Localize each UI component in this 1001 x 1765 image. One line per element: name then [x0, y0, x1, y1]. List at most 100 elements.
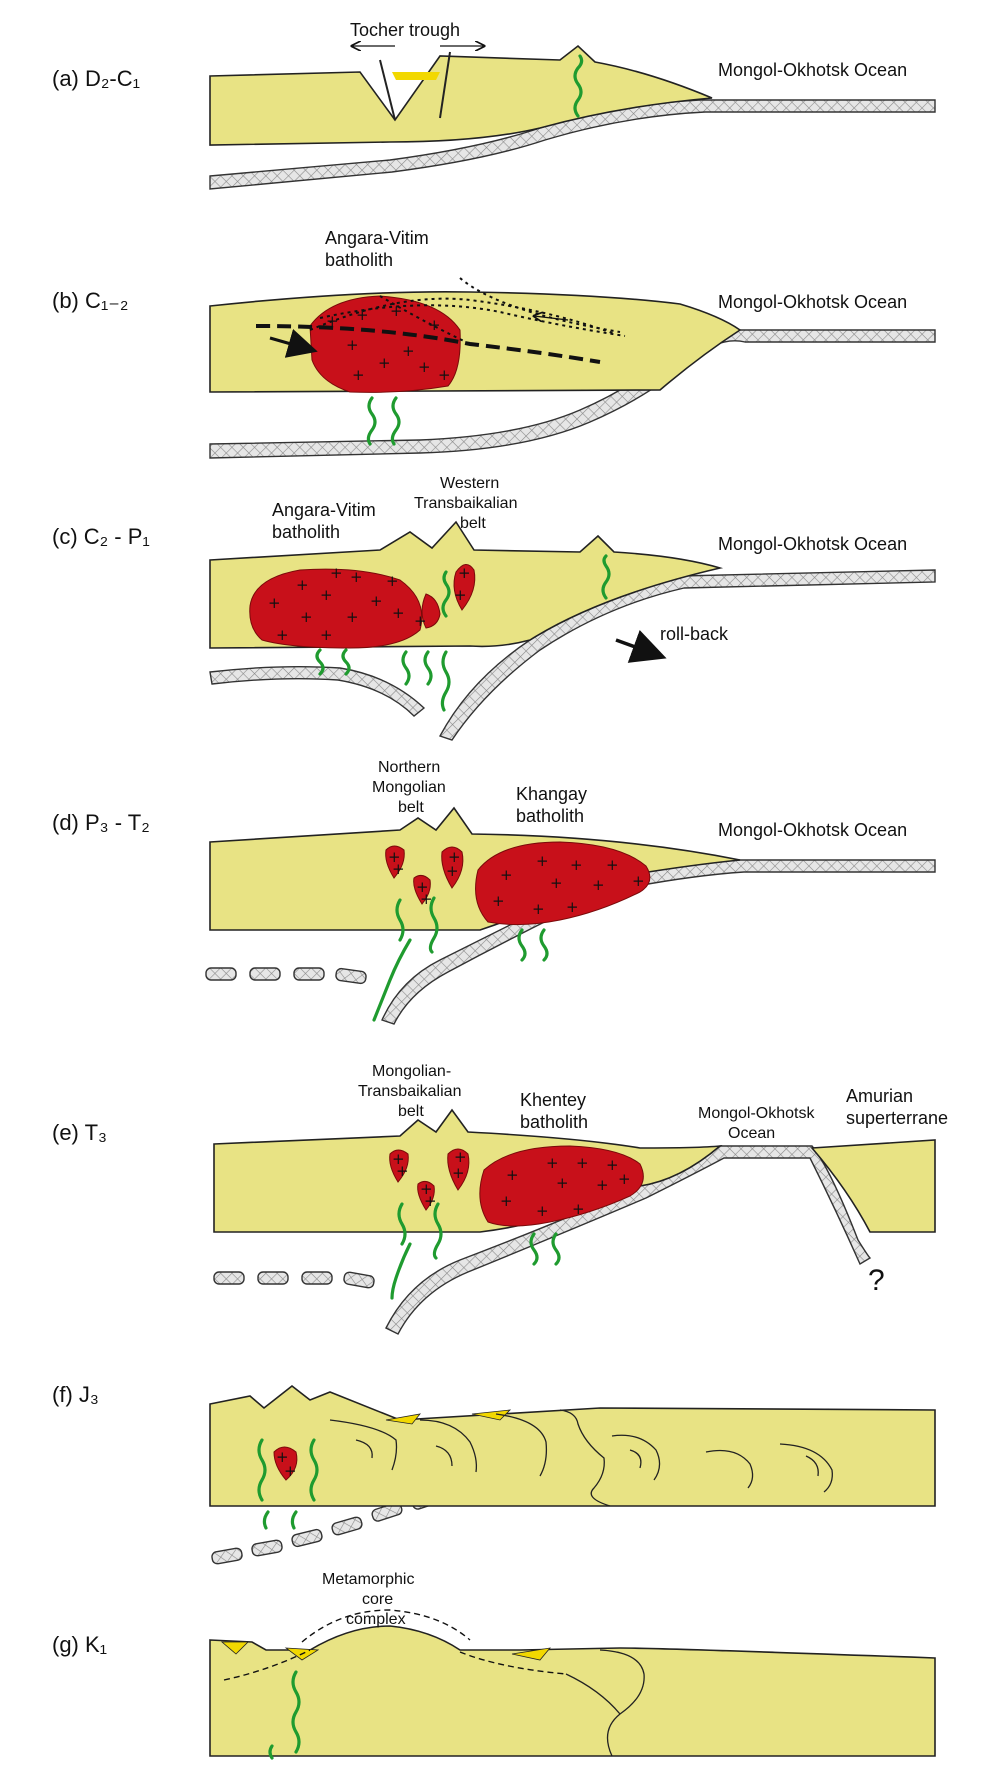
svg-text:+: + — [350, 568, 363, 586]
panel-d-detached-slab-fragments — [206, 968, 367, 984]
svg-text:+: + — [320, 626, 333, 644]
svg-text:+: + — [402, 342, 415, 360]
panel-d-continental-crust — [210, 808, 740, 930]
panel-e-question-mark: ? — [868, 1264, 885, 1297]
panel-d-belt-label-1: Northern — [378, 759, 440, 776]
panel-f-continental-crust — [210, 1386, 935, 1506]
panel-c-batholith-label-1: Angara-Vitim — [272, 500, 376, 520]
svg-text:+: + — [618, 1170, 631, 1188]
panel-a-trough-fill — [392, 72, 440, 80]
svg-text:+: + — [556, 1174, 569, 1192]
panel-e-amurian-label-1: Amurian — [846, 1086, 913, 1106]
panel-e-ocean-label-2: Ocean — [728, 1125, 775, 1142]
panel-d-label: (d) P₃ - T₂ — [52, 810, 150, 835]
svg-text:+: + — [454, 586, 467, 604]
svg-text:+: + — [592, 876, 605, 894]
panel-d-belt-label-3: belt — [398, 799, 424, 816]
svg-text:+: + — [370, 592, 383, 610]
panel-c-label: (c) C₂ - P₁ — [52, 524, 150, 549]
panel-d-belt-label-2: Mongolian — [372, 779, 446, 796]
svg-text:+: + — [428, 316, 441, 334]
svg-text:+: + — [330, 564, 343, 582]
panel-d: (d) P₃ - T₂ ++ ++ ++ ++ ++ ++ ++ ++ Nort… — [52, 759, 935, 1024]
panel-g-mcc-label-2: core — [362, 1591, 393, 1608]
panel-e-belt-label-2: Transbaikalian — [358, 1083, 461, 1100]
svg-text:+: + — [356, 306, 369, 324]
svg-text:+: + — [500, 866, 513, 884]
svg-text:+: + — [276, 626, 289, 644]
panel-f-fluid-path-3 — [264, 1512, 268, 1528]
panel-d-ocean-label: Mongol-Okhotsk Ocean — [718, 820, 907, 840]
svg-text:+: + — [346, 336, 359, 354]
panel-c-fluid-path-5 — [442, 652, 449, 710]
panel-a-ocean-label: Mongol-Okhotsk Ocean — [718, 60, 907, 80]
panel-a-label: (a) D₂-C₁ — [52, 66, 140, 91]
svg-text:+: + — [392, 860, 405, 878]
panel-g-label: (g) K₁ — [52, 1632, 107, 1657]
panel-b-batholith-label-1: Angara-Vitim — [325, 228, 429, 248]
panel-g-mcc-label-3: complex — [346, 1611, 406, 1628]
svg-text:+: + — [596, 1176, 609, 1194]
panel-c-ocean-label: Mongol-Okhotsk Ocean — [718, 534, 907, 554]
svg-text:+: + — [320, 586, 333, 604]
svg-text:+: + — [632, 872, 645, 890]
panel-c-fluid-path-3 — [403, 652, 409, 684]
svg-text:+: + — [352, 366, 365, 384]
panel-e-batholith-label-2: batholith — [520, 1112, 588, 1132]
panel-c-rollback-label: roll-back — [660, 624, 729, 644]
panel-e-fluid-path-3 — [392, 1244, 410, 1298]
panel-e-batholith-label-1: Khentey — [520, 1090, 586, 1110]
svg-text:+: + — [570, 856, 583, 874]
svg-text:+: + — [438, 366, 451, 384]
panel-c: (c) C₂ - P₁ ++ ++ ++ ++ ++ ++ ++ + roll-… — [52, 475, 935, 740]
svg-text:+: + — [606, 1156, 619, 1174]
panel-d-fluid-path-4 — [519, 930, 525, 960]
svg-text:+: + — [414, 612, 427, 630]
panel-c-rollback-arrow — [616, 640, 660, 656]
panel-b: (b) C₁₋₂ + + + + + + + + + + Angara-Viti… — [52, 228, 935, 458]
panel-e-fluid-path-5 — [553, 1234, 559, 1264]
svg-text:+: + — [492, 892, 505, 910]
svg-text:+: + — [536, 852, 549, 870]
panel-g-mcc-label-1: Metamorphic — [322, 1571, 414, 1588]
panel-e-ocean-label-1: Mongol-Okhotsk — [698, 1105, 815, 1122]
svg-text:+: + — [566, 898, 579, 916]
svg-text:+: + — [418, 358, 431, 376]
svg-text:+: + — [392, 604, 405, 622]
svg-text:+: + — [506, 1166, 519, 1184]
svg-text:+: + — [300, 608, 313, 626]
svg-text:+: + — [396, 1162, 409, 1180]
panel-c-belt-label-2: Transbaikalian — [414, 495, 517, 512]
panel-e-belt-label-3: belt — [398, 1103, 424, 1120]
panel-c-batholith-label-2: batholith — [272, 522, 340, 542]
svg-text:+: + — [536, 1202, 549, 1220]
svg-text:+: + — [296, 576, 309, 594]
svg-text:+: + — [268, 594, 281, 612]
panel-f-label: (f) J₃ — [52, 1382, 99, 1407]
svg-text:+: + — [284, 1462, 297, 1480]
svg-text:+: + — [390, 302, 403, 320]
panel-e-belt-label-1: Mongolian- — [372, 1063, 451, 1080]
panel-e-detached-slab-fragments — [214, 1271, 375, 1288]
panel-e-amurian-label-2: superterrane — [846, 1108, 948, 1128]
svg-text:+: + — [572, 1200, 585, 1218]
svg-text:+: + — [378, 354, 391, 372]
panel-c-fluid-path-4 — [425, 652, 431, 684]
panel-c-belt-label-3: belt — [460, 515, 486, 532]
svg-text:+: + — [446, 862, 459, 880]
panel-b-batholith-label-2: batholith — [325, 250, 393, 270]
panel-d-batholith-label-2: batholith — [516, 806, 584, 826]
panel-f-fluid-path-4 — [292, 1512, 296, 1528]
panel-a: (a) D₂-C₁ Tocher trough Mongol-Okhotsk O… — [52, 20, 935, 189]
svg-text:+: + — [326, 312, 339, 330]
panel-a-continental-crust — [210, 46, 712, 145]
panel-b-ocean-label: Mongol-Okhotsk Ocean — [718, 292, 907, 312]
svg-text:+: + — [386, 572, 399, 590]
panel-d-fluid-path-5 — [541, 930, 547, 960]
svg-text:+: + — [546, 1154, 559, 1172]
svg-text:+: + — [346, 608, 359, 626]
panel-a-tocher-trough-label: Tocher trough — [350, 20, 460, 40]
panel-g: (g) K₁ Metamorphic core complex — [52, 1571, 935, 1758]
panel-c-belt-label-1: Western — [440, 475, 499, 492]
